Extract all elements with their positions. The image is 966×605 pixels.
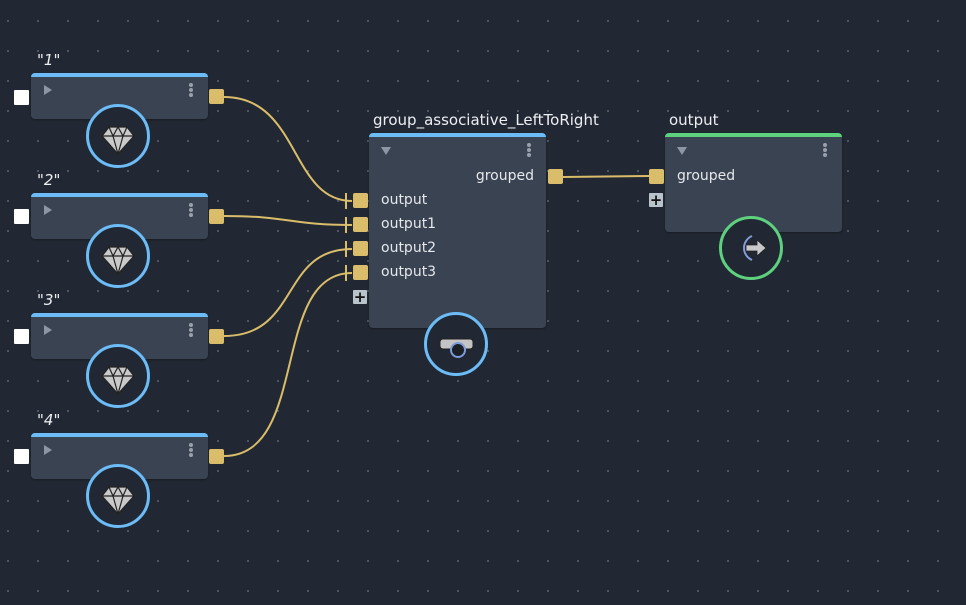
node-accent-bar (31, 313, 208, 317)
port-label-output3: output3 (381, 264, 437, 280)
add-input-button[interactable]: + (353, 288, 367, 306)
value-node-icon-circle (86, 344, 150, 408)
value-node-title: "3" (37, 291, 61, 309)
add-input-button[interactable]: + (649, 191, 663, 209)
triangle-right-icon[interactable] (44, 205, 52, 215)
diamond-icon (101, 125, 135, 157)
value-node-icon-circle (86, 104, 150, 168)
value-node-icon-circle (86, 464, 150, 528)
input-port-output2[interactable] (353, 241, 368, 256)
input-port[interactable] (14, 90, 29, 105)
output-node-title: output (669, 111, 719, 129)
triangle-right-icon[interactable] (44, 445, 52, 455)
port-label-output2: output2 (381, 240, 437, 256)
wire-3-to-output2[interactable] (223, 248, 353, 337)
triangle-down-icon[interactable] (381, 147, 391, 155)
node-accent-bar (31, 433, 208, 437)
node-accent-bar (369, 133, 546, 137)
value-node-title: "4" (37, 411, 61, 429)
input-port[interactable] (14, 209, 29, 224)
kebab-menu-icon[interactable] (823, 143, 827, 157)
group-node-icon-circle (424, 312, 488, 376)
kebab-menu-icon[interactable] (189, 323, 193, 337)
group-node[interactable]: grouped output output1 output2 output3 (369, 133, 546, 328)
triangle-down-icon[interactable] (677, 147, 687, 155)
value-node-icon-circle (86, 224, 150, 288)
triangle-right-icon[interactable] (44, 325, 52, 335)
input-port-output[interactable] (353, 193, 368, 208)
kebab-menu-icon[interactable] (189, 443, 193, 457)
output-arrow-icon (743, 235, 767, 261)
input-port-grouped[interactable] (649, 169, 664, 184)
wire-2-to-output1[interactable] (223, 215, 353, 226)
kebab-menu-icon[interactable] (189, 203, 193, 217)
kebab-menu-icon[interactable] (527, 143, 531, 157)
output-port[interactable] (209, 89, 224, 104)
port-label-output: output (381, 192, 428, 208)
kebab-menu-icon[interactable] (189, 83, 193, 97)
value-node-title: "2" (37, 171, 61, 189)
node-accent-bar (31, 73, 208, 77)
input-port-output1[interactable] (353, 217, 368, 232)
input-port-bar (345, 193, 347, 209)
input-port[interactable] (14, 329, 29, 344)
diamond-icon (101, 485, 135, 517)
output-node-icon-circle (719, 216, 783, 280)
input-port-bar (345, 265, 347, 281)
output-port[interactable] (209, 329, 224, 344)
output-port[interactable] (209, 449, 224, 464)
node-accent-bar (31, 193, 208, 197)
value-node-title: "1" (37, 51, 61, 69)
group-node-title: group_associative_LeftToRight (373, 111, 599, 129)
input-port-bar (345, 241, 347, 257)
port-label-grouped: grouped (475, 168, 534, 184)
input-port-output3[interactable] (353, 265, 368, 280)
node-accent-bar (665, 133, 842, 137)
output-port[interactable] (209, 209, 224, 224)
wire-grouped-to-output[interactable] (562, 175, 651, 178)
wire-1-to-output[interactable] (223, 96, 353, 202)
diamond-icon (101, 365, 135, 397)
wire-4-to-output3[interactable] (223, 272, 353, 457)
port-label-grouped: grouped (677, 168, 736, 184)
port-label-output1: output1 (381, 216, 437, 232)
triangle-right-icon[interactable] (44, 85, 52, 95)
input-port-bar (345, 217, 347, 233)
group-icon (439, 338, 474, 358)
grouped-output-port[interactable] (548, 169, 563, 184)
output-node[interactable]: grouped (665, 133, 842, 232)
diamond-icon (101, 245, 135, 277)
input-port[interactable] (14, 449, 29, 464)
